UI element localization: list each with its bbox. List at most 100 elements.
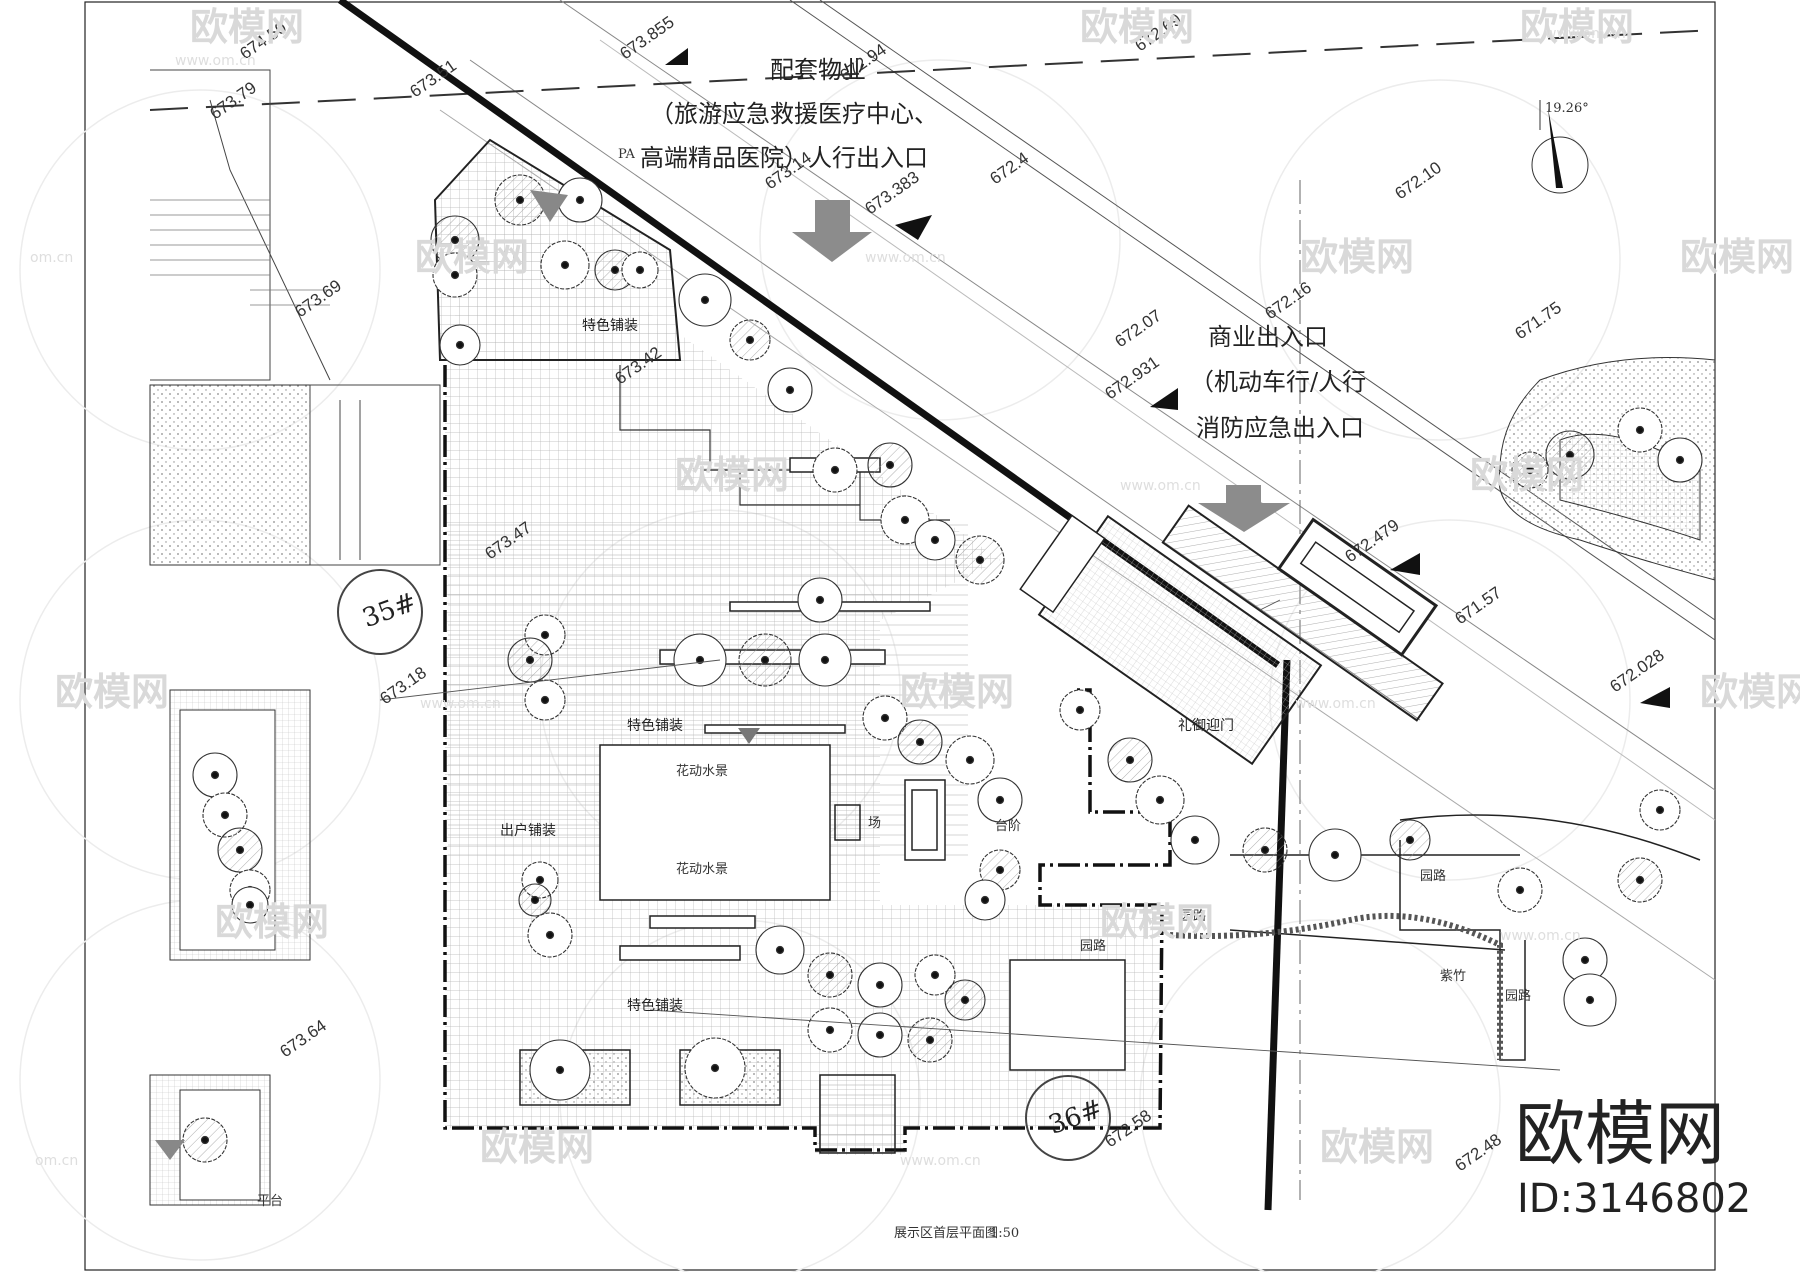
elevation-label: 672.931 <box>1101 352 1162 403</box>
brand-watermark-tile: 欧模网 <box>415 235 529 279</box>
commercial-entrance-line-2: （机动车行/人行 <box>1190 368 1366 396</box>
brand-watermark-tile: 欧模网 <box>55 670 169 714</box>
tree-symbol <box>527 912 573 958</box>
sheet-frame <box>84 1 1716 1271</box>
building-36-circle <box>1025 1075 1111 1161</box>
tree-symbol <box>867 442 913 488</box>
tree-symbol <box>812 447 858 493</box>
tree-symbol <box>217 827 263 873</box>
label-pa: PA <box>618 147 636 162</box>
tree-symbol <box>955 535 1005 585</box>
tree-symbol <box>1657 437 1703 483</box>
plaza-structures <box>519 744 1126 1154</box>
tree-symbol <box>684 1037 746 1099</box>
tree-symbol <box>1107 737 1153 783</box>
tree-symbol <box>1059 689 1101 731</box>
brand-watermark-tile: 欧模网 <box>190 5 304 49</box>
elevation-markers <box>155 48 1670 1160</box>
label-household-paving: 出户铺装 <box>500 822 556 839</box>
tree-symbol <box>755 925 805 975</box>
tree-symbol <box>945 735 995 785</box>
tree-symbol <box>673 633 727 687</box>
url-watermark-tile: www.om.cn <box>420 696 501 712</box>
tree-symbol <box>1308 828 1362 882</box>
tree-symbol <box>857 1012 903 1058</box>
tree-symbol <box>914 519 956 561</box>
stairs-left <box>150 199 330 306</box>
entrance-arrow-2 <box>1198 485 1290 532</box>
url-watermark-tile: www.om.cn <box>865 250 946 266</box>
tree-symbol <box>797 577 843 623</box>
tree-symbol <box>1135 775 1185 825</box>
brand-watermark-tile: 欧模网 <box>480 1125 594 1169</box>
tree-symbol <box>857 962 903 1008</box>
tree-symbol <box>1563 973 1617 1027</box>
label-paving-1: 特色铺装 <box>582 317 638 334</box>
tree-symbol <box>1545 430 1595 480</box>
url-watermark-tile: www.om.cn <box>1545 26 1626 42</box>
dashed-boundaries <box>149 29 1716 111</box>
tree-symbol <box>621 251 659 289</box>
drawing-scale: 1:50 <box>990 1226 1019 1241</box>
tree-symbol <box>897 719 943 765</box>
brand-watermark-tile: 欧模网 <box>900 670 1014 714</box>
elevation-label: 672.16 <box>1261 278 1314 323</box>
trees <box>182 174 1703 1163</box>
brand-watermark: 欧模网 <box>1515 1093 1725 1175</box>
tree-symbol <box>738 633 792 687</box>
tree-symbol <box>192 752 238 798</box>
elevation-label: 673.64 <box>276 1016 329 1061</box>
url-watermark-tile: www.om.cn <box>1120 478 1201 494</box>
elevation-label: 673.855 <box>616 12 677 63</box>
label-water-1: 花动水景 <box>676 763 728 779</box>
commercial-entrance-line-1: 商业出入口 <box>1208 323 1328 351</box>
elevation-label: 673.383 <box>861 167 922 218</box>
label-plaza: 场 <box>868 816 881 831</box>
brand-watermark-tile: 欧模网 <box>1680 235 1794 279</box>
label-platform: 平台 <box>257 1194 283 1209</box>
tree-symbol <box>807 952 853 998</box>
tree-symbol <box>1617 407 1663 453</box>
elevation-label: 672.10 <box>1391 158 1444 203</box>
brand-watermark-tile: 欧模网 <box>1320 1125 1434 1169</box>
brand-watermark-tile: 欧模网 <box>1520 5 1634 49</box>
tree-symbol <box>432 252 478 298</box>
tree-symbol <box>678 273 732 327</box>
url-watermark-tile: www.om.cn <box>1500 928 1581 944</box>
welcome-gate <box>1019 504 1444 766</box>
tree-symbol <box>231 886 269 924</box>
tree-symbol <box>964 879 1006 921</box>
elevation-label: 672.028 <box>1606 645 1667 696</box>
tree-symbol <box>944 979 986 1021</box>
elevation-label: 673.79 <box>206 78 259 123</box>
property-entrance-line-2: （旅游应急救援医疗中心、 <box>650 100 938 128</box>
site-boundary <box>443 365 1172 1152</box>
label-welcome-gate: 礼御迎门 <box>1178 718 1234 734</box>
label-paving-2: 特色铺装 <box>627 717 683 734</box>
elevation-label: 671.75 <box>1511 298 1564 343</box>
brand-watermark-tile: 欧模网 <box>675 453 789 497</box>
east-hedge <box>1169 912 1503 1060</box>
leader-lines <box>379 599 1561 1071</box>
elevation-label: 672.4 <box>986 148 1032 188</box>
tree-symbol <box>862 695 908 741</box>
tree-symbol <box>729 319 771 361</box>
tree-symbol <box>529 1039 591 1101</box>
elevation-label: 672.48 <box>1451 1130 1504 1175</box>
tree-symbol <box>1617 857 1663 903</box>
brand-watermark-tile: 欧模网 <box>1470 453 1584 497</box>
tree-symbol <box>1389 819 1431 861</box>
brand-watermark-tile: 欧模网 <box>1080 5 1194 49</box>
tree-symbol <box>1639 789 1681 831</box>
tree-symbol <box>494 174 546 226</box>
url-watermark-tile: www.om.cn <box>175 53 256 69</box>
tree-symbol <box>439 324 481 366</box>
brand-watermark-tile: 欧模网 <box>215 900 329 944</box>
model-id: ID:3146802 <box>1517 1176 1751 1222</box>
labels: 配套物业 （旅游应急救援医疗中心、 高端精品医院）人行出入口 商业出入口 （机动… <box>257 56 1589 1241</box>
brand-watermark-tile: 欧模网 <box>1100 900 1214 944</box>
tree-symbol <box>798 633 852 687</box>
entrance-arrow-1 <box>792 200 872 262</box>
tree-symbol <box>907 1017 953 1063</box>
